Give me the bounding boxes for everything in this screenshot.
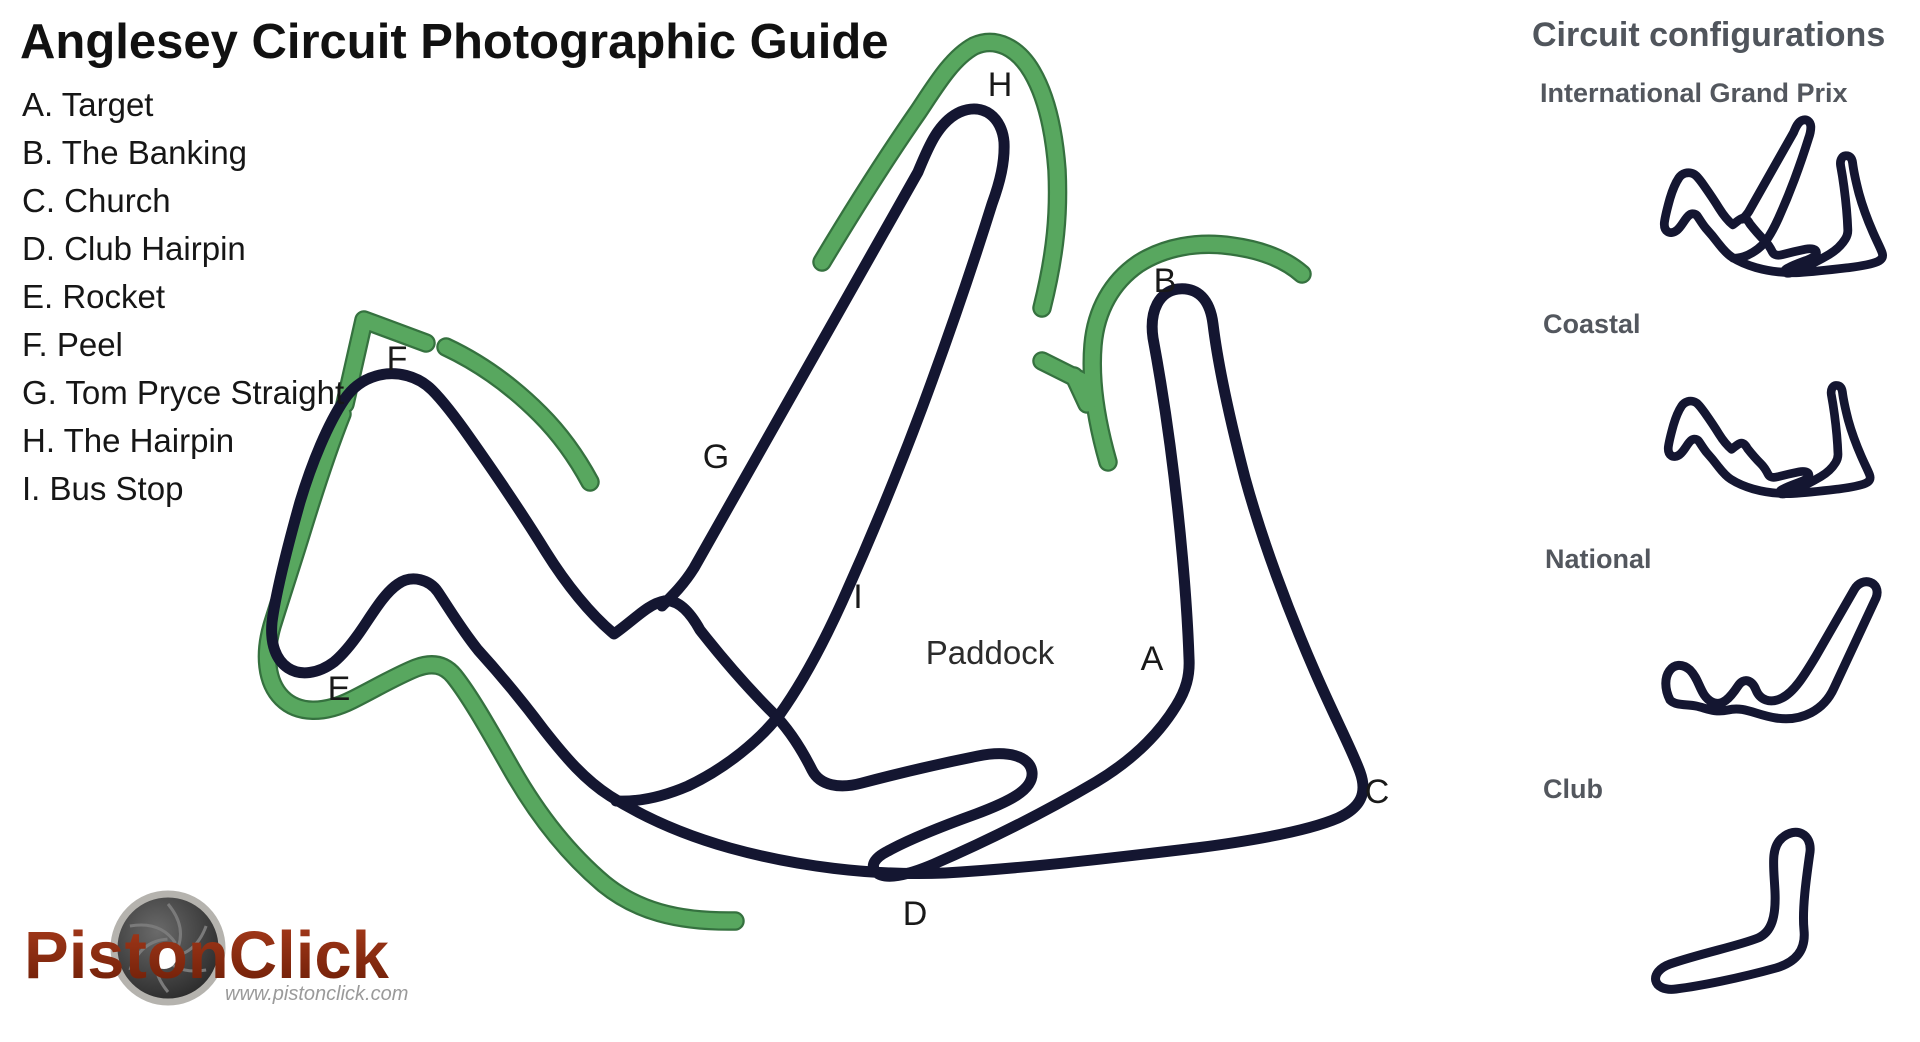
config-thumbnail-national bbox=[1661, 577, 1882, 724]
map-label-e: E bbox=[328, 670, 351, 708]
pistonclick-logo: PistonClick www.pistonclick.com bbox=[24, 890, 408, 1006]
legend-item-g: G. Tom Pryce Straight bbox=[22, 374, 344, 411]
legend-item-h: H. The Hairpin bbox=[22, 422, 234, 459]
config-thumbnail-international-gp bbox=[1664, 120, 1882, 273]
configurations-heading: Circuit configurations bbox=[1532, 16, 1885, 54]
config-label-coastal: Coastal bbox=[1543, 309, 1641, 339]
config-thumbnail-coastal bbox=[1668, 385, 1870, 494]
legend-item-c: C. Church bbox=[22, 182, 171, 219]
legend-item-e: E. Rocket bbox=[22, 278, 165, 315]
legend-item-d: D. Club Hairpin bbox=[22, 230, 246, 267]
green-bands bbox=[267, 42, 1302, 921]
map-label-i: I bbox=[853, 578, 862, 616]
map-label-c: C bbox=[1365, 773, 1390, 811]
green-band-peel-arc-outline bbox=[446, 347, 590, 482]
map-corner-labels: H B F G I A C D E Paddock bbox=[328, 66, 1390, 933]
map-label-b: B bbox=[1154, 262, 1177, 300]
config-label-international-gp: International Grand Prix bbox=[1540, 78, 1848, 108]
legend-item-a: A. Target bbox=[22, 86, 153, 123]
map-label-paddock: Paddock bbox=[926, 634, 1055, 671]
aperture-center bbox=[151, 943, 177, 969]
page-title: Anglesey Circuit Photographic Guide bbox=[20, 15, 889, 69]
legend-item-i: I. Bus Stop bbox=[22, 470, 183, 507]
green-bands-outline bbox=[267, 42, 1302, 921]
config-label-national: National bbox=[1545, 544, 1652, 574]
camera-aperture-icon bbox=[110, 890, 226, 1006]
corner-legend: A. Target B. The Banking C. Church D. Cl… bbox=[22, 86, 344, 507]
map-label-a: A bbox=[1141, 640, 1164, 678]
legend-item-b: B. The Banking bbox=[22, 134, 247, 171]
legend-item-f: F. Peel bbox=[22, 326, 123, 363]
green-band-banking bbox=[1092, 244, 1302, 462]
main-track-outline bbox=[272, 109, 1363, 876]
logo-brand-text: PistonClick bbox=[24, 918, 390, 993]
logo-website-text: www.pistonclick.com bbox=[225, 983, 408, 1005]
map-label-d: D bbox=[903, 895, 928, 933]
map-label-f: F bbox=[387, 340, 408, 378]
map-label-g: G bbox=[703, 438, 729, 476]
config-label-club: Club bbox=[1543, 774, 1603, 804]
map-label-h: H bbox=[988, 66, 1013, 104]
configurations-panel: Circuit configurations International Gra… bbox=[1532, 16, 1885, 994]
config-thumbnail-club bbox=[1651, 827, 1815, 994]
